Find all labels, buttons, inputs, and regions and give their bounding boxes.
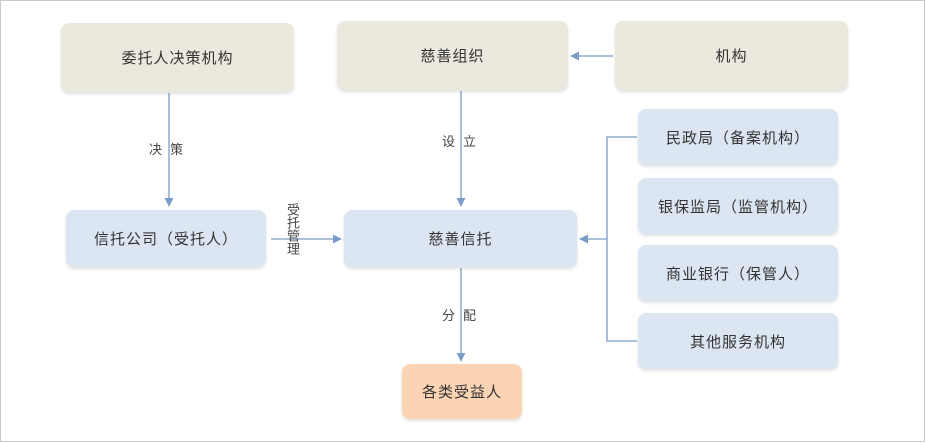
- charity-organization-node: 慈善组织: [337, 21, 568, 90]
- edge-label-establish: 设立: [442, 135, 485, 150]
- edge-label-manage: 受托管理: [284, 203, 299, 255]
- civil-affairs-bureau-node: 民政局（备案机构）: [638, 109, 838, 165]
- regulatory-bureau-node: 银保监局（监管机构）: [638, 178, 838, 234]
- principal-decision-body-node: 委托人决策机构: [61, 23, 294, 92]
- edge-label-distribute: 分配: [442, 309, 485, 324]
- custodian-bank-node: 商业银行（保管人）: [638, 245, 838, 301]
- bracket-service-agencies: [606, 136, 637, 342]
- trust-company-node: 信托公司（受托人）: [66, 210, 266, 267]
- edge-label-decision: 决策: [149, 143, 192, 158]
- charitable-trust-node: 慈善信托: [344, 210, 577, 267]
- institution-node: 机构: [615, 21, 848, 90]
- other-service-agencies-node: 其他服务机构: [638, 313, 838, 369]
- beneficiaries-node: 各类受益人: [402, 364, 522, 419]
